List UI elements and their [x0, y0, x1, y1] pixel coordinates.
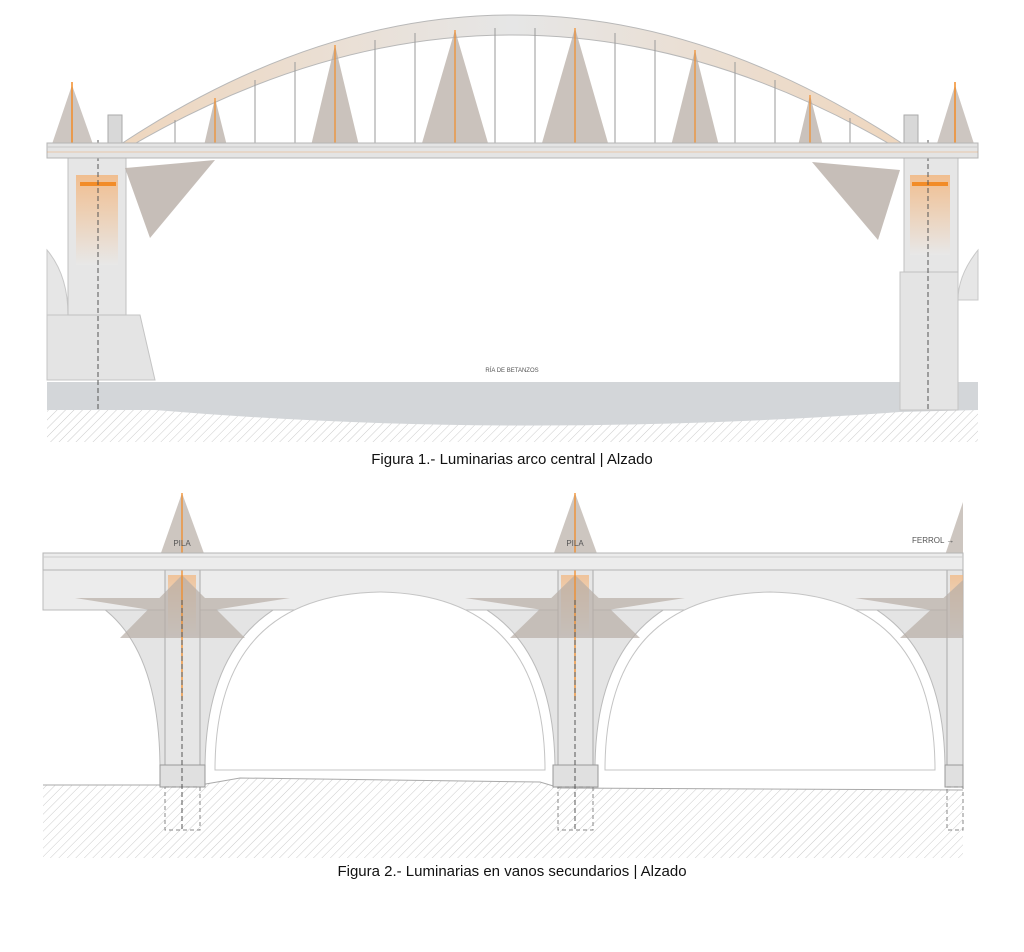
luminaire-lines [214, 28, 811, 150]
figure-2-caption: Figura 2.- Luminarias en vanos secundari… [337, 863, 687, 880]
deck-railing [42, 552, 964, 571]
water-label: RÍA DE BETANZOS [485, 367, 538, 374]
deck [46, 142, 979, 159]
right-tower [899, 82, 976, 411]
water [47, 382, 978, 426]
under-deck-cone-left [125, 160, 215, 238]
under-deck-cone-right [812, 162, 900, 240]
figure-2-elevation: PILA PILA FERROL → [42, 493, 964, 858]
left-tower [46, 82, 156, 410]
central-arch [110, 14, 914, 151]
direction-label: FERROL → [912, 536, 954, 545]
hangers [174, 28, 851, 145]
figure-1-elevation: RÍA DE BETANZOS [46, 14, 979, 442]
pier-label-2: PILA [566, 539, 584, 548]
figure-1-caption: Figura 1.- Luminarias arco central | Alz… [371, 451, 653, 468]
ground-hatch-2 [43, 778, 963, 858]
hanger-light-cones [203, 28, 824, 150]
pier-label-1: PILA [173, 539, 191, 548]
